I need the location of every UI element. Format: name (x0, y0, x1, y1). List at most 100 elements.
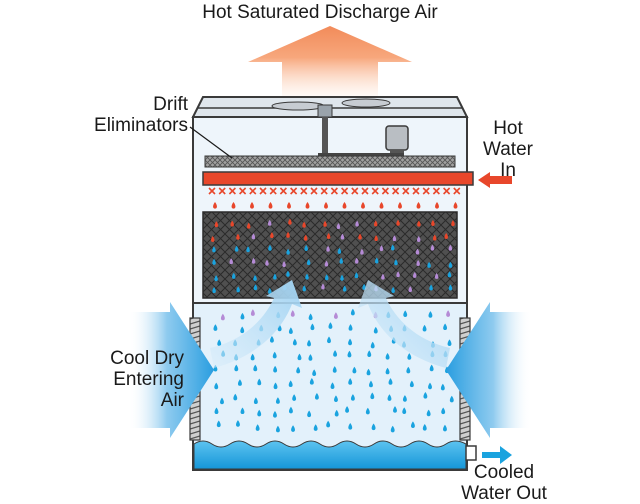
water-droplet (361, 202, 365, 209)
water-droplet (347, 350, 352, 358)
water-droplet (217, 339, 222, 347)
water-droplet (273, 273, 277, 280)
water-droplet (250, 309, 255, 316)
water-droplet (381, 273, 385, 280)
water-droplet (340, 274, 344, 281)
water-droplet (286, 248, 290, 255)
water-droplet (268, 202, 273, 209)
water-droplet (291, 425, 295, 432)
water-droplet (240, 407, 245, 415)
rising-air-left (210, 280, 302, 368)
water-droplet (366, 368, 371, 376)
spray-nozzle (310, 187, 318, 195)
water-droplet (422, 424, 427, 431)
water-droplet (342, 202, 347, 209)
water-droplet (396, 271, 400, 278)
water-droplet (220, 397, 224, 405)
water-droplet (374, 235, 378, 242)
water-droplet (324, 202, 328, 209)
fan-blade (271, 101, 325, 111)
water-droplet (290, 310, 295, 317)
water-droplet (403, 310, 408, 317)
hot-water-in-line-1: Hot (493, 118, 523, 139)
spray-nozzle (351, 187, 359, 195)
water-droplet (308, 313, 313, 321)
hot-water-in-line-2: Water (483, 139, 533, 160)
water-droplet (297, 353, 302, 361)
water-droplet (267, 219, 272, 226)
spray-nozzle (453, 187, 461, 195)
water-droplet (429, 364, 434, 372)
water-droplet (250, 353, 255, 361)
cool-dry-air-line-3: Air (160, 390, 184, 411)
water-droplet (288, 218, 292, 225)
water-droplet (407, 353, 412, 360)
spray-nozzle (330, 187, 338, 195)
water-droplet (350, 308, 355, 316)
water-droplet (393, 406, 397, 413)
water-droplet (246, 246, 250, 253)
water-droplet (273, 411, 277, 418)
water-droplet (246, 222, 251, 229)
water-droplet (231, 272, 236, 279)
water-droplet (429, 284, 433, 291)
water-droplet (416, 202, 421, 209)
water-droplet (233, 393, 238, 401)
water-droplet (210, 236, 215, 242)
water-droplet (212, 258, 216, 265)
water-droplet (334, 395, 338, 403)
water-droplet (267, 287, 272, 294)
water-droplet (253, 284, 258, 291)
cool-air-left-arrow (128, 302, 214, 438)
water-droplet (307, 410, 312, 418)
water-droplet (275, 397, 280, 404)
water-droplet (268, 244, 272, 251)
water-droplet (443, 424, 447, 432)
water-droplet (453, 202, 458, 209)
water-droplet (362, 283, 366, 290)
water-droplet (339, 257, 343, 264)
water-droplet (448, 284, 453, 291)
water-droplet (328, 322, 333, 329)
spray-nozzle (432, 187, 440, 195)
water-droplet (326, 245, 330, 252)
spray-nozzle (239, 187, 247, 195)
water-droplet (220, 313, 225, 321)
water-droplet (448, 261, 453, 268)
water-droplet (385, 367, 390, 375)
water-droplet (391, 287, 395, 293)
spray-nozzle (341, 187, 349, 195)
cooled-water-out-line-2: Water Out (461, 483, 547, 504)
water-droplet (426, 409, 431, 417)
water-droplet (230, 220, 234, 227)
drift-eliminators (204, 155, 456, 168)
water-droplet (408, 286, 413, 293)
water-droplet (431, 220, 435, 226)
water-droplet (415, 248, 420, 255)
water-droplet (387, 394, 392, 401)
water-droplet (394, 259, 398, 266)
water-droplet (448, 244, 453, 251)
water-droplet (354, 257, 359, 264)
water-droplet (275, 425, 280, 433)
water-droplet (345, 406, 350, 413)
water-droplet (360, 248, 364, 255)
cool-air-right-arrow (446, 302, 532, 438)
water-droplet (273, 365, 278, 373)
water-droplet (302, 221, 306, 228)
water-droplet (251, 233, 256, 240)
cool-dry-air-line-2: Entering (113, 369, 184, 390)
water-droplet (379, 245, 384, 252)
drift-eliminators-line-2: Eliminators (94, 115, 188, 136)
water-droplet (287, 202, 291, 209)
spray-nozzle (320, 187, 328, 195)
water-droplet (270, 232, 274, 239)
water-droplet (396, 219, 400, 226)
spray-nozzle (402, 187, 410, 195)
water-droplet (427, 261, 431, 268)
water-droplet (337, 247, 342, 254)
water-droplet (358, 233, 362, 240)
water-droplet (286, 270, 290, 277)
water-droplet (446, 310, 451, 317)
spray-nozzle (290, 187, 298, 195)
